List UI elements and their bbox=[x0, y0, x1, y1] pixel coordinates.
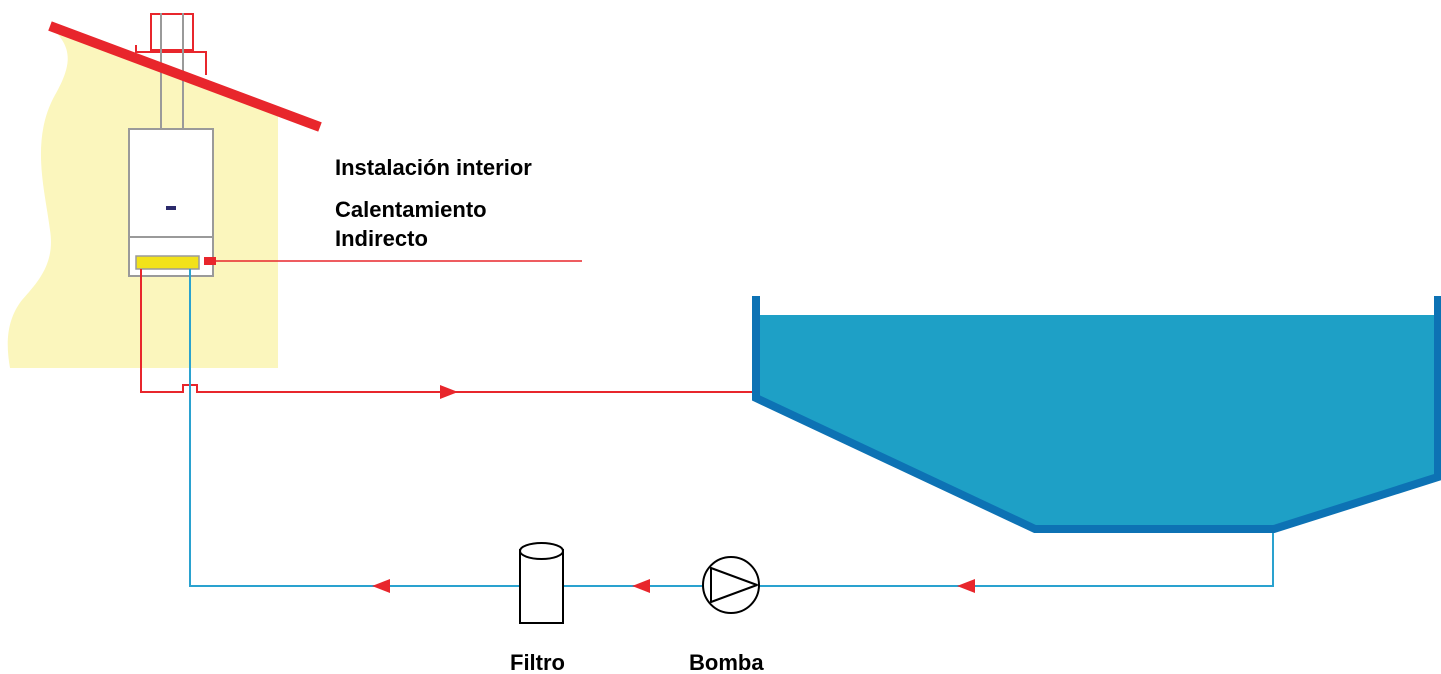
boiler bbox=[128, 128, 214, 277]
boiler-indicator bbox=[166, 206, 176, 210]
heating-label: Calentamiento bbox=[335, 197, 487, 222]
flow-arrow-icon bbox=[440, 385, 458, 399]
flow-arrow-icon bbox=[632, 579, 650, 593]
heat-exchanger bbox=[135, 255, 200, 270]
pool bbox=[752, 296, 1441, 533]
pump-label: Bomba bbox=[689, 650, 764, 674]
roof bbox=[48, 21, 322, 132]
pool-water bbox=[758, 315, 1436, 525]
exchanger-connector bbox=[204, 257, 216, 265]
pump-icon bbox=[702, 556, 760, 614]
chimney bbox=[135, 13, 207, 75]
flow-arrow-icon bbox=[372, 579, 390, 593]
filter-icon bbox=[519, 542, 564, 624]
indirect-label: Indirecto bbox=[335, 226, 428, 251]
filter-label: Filtro bbox=[510, 650, 565, 674]
hot-water-pipe bbox=[140, 269, 752, 393]
pool-wall bbox=[752, 296, 1441, 533]
installation-label: Instalación interior bbox=[335, 155, 532, 180]
flow-arrow-icon bbox=[957, 579, 975, 593]
